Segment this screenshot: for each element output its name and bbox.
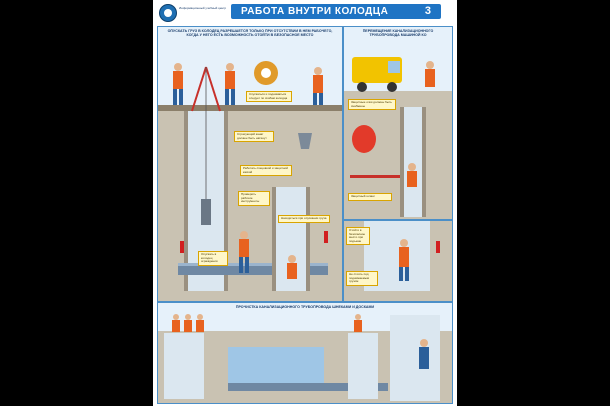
callout-tools: Проверить рабочие инструменты bbox=[238, 191, 270, 206]
bottom-illustration bbox=[158, 314, 452, 403]
worker-7 bbox=[407, 163, 417, 187]
callout-retreat: Отойти в безопасное место при подъеме bbox=[346, 227, 370, 246]
panel-bottom-title: Прочистка канализационного трубопровода … bbox=[235, 305, 375, 309]
panel-main: Опускать груз в колодец разрешается толь… bbox=[157, 26, 343, 302]
truck-illustration bbox=[344, 57, 452, 219]
worker-5 bbox=[287, 255, 297, 279]
title-bar: РАБОТА ВНУТРИ КОЛОДЦА 3 bbox=[231, 4, 441, 19]
worker-4 bbox=[239, 231, 249, 273]
poster-header: Информационный учебный центр РАБОТА ВНУТ… bbox=[153, 0, 457, 24]
main-illustration bbox=[158, 61, 342, 301]
poster-page-number: 3 bbox=[424, 5, 431, 17]
safety-poster: Информационный учебный центр РАБОТА ВНУТ… bbox=[153, 0, 457, 406]
callout-rope: Страхующий канат должен быть натянут bbox=[234, 131, 274, 143]
worker-12 bbox=[354, 314, 362, 332]
callout-load-warning: Не стоять под поднимаемым грузом bbox=[346, 271, 378, 286]
callout-lowering: Находиться при опускании груза bbox=[278, 215, 330, 223]
poster-title: РАБОТА ВНУТРИ КОЛОДЦА bbox=[241, 6, 389, 17]
panel-truck: Перемещение канализационного трубопровод… bbox=[343, 26, 453, 220]
callout-goggles: Защитные очки должны быть снабжены bbox=[348, 99, 396, 111]
panel-truck-title: Перемещение канализационного трубопровод… bbox=[362, 29, 434, 38]
worker-9 bbox=[172, 314, 180, 332]
callout-hose: Защитный шланг bbox=[348, 193, 392, 201]
panel-bottom: Прочистка канализационного трубопровода … bbox=[157, 302, 453, 404]
worker-8 bbox=[399, 239, 409, 281]
worker-10 bbox=[184, 314, 192, 332]
callout-barrier: Опускать в колодец ограждения bbox=[198, 251, 228, 266]
worker-6 bbox=[425, 61, 435, 87]
panel-right-middle: Отойти в безопасное место при подъеме Не… bbox=[343, 220, 453, 302]
panel-main-title: Опускать груз в колодец разрешается толь… bbox=[167, 29, 333, 38]
worker-3 bbox=[313, 67, 323, 105]
callout-ladder: Спускаться и подниматься следует по скоб… bbox=[246, 91, 292, 103]
organization-name: Информационный учебный центр bbox=[179, 6, 227, 10]
organization-logo bbox=[159, 4, 177, 22]
worker-1 bbox=[173, 63, 183, 105]
worker-11 bbox=[196, 314, 204, 332]
worker-13 bbox=[419, 339, 429, 369]
worker-2 bbox=[225, 63, 235, 105]
callout-helmet: Работать спецовкой и защитной каской bbox=[240, 165, 292, 177]
